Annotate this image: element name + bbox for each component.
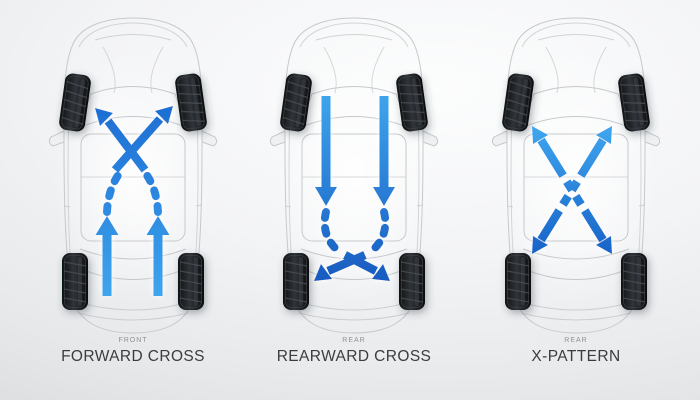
arrow-bottom-left-head-icon [532, 236, 548, 254]
panel-labels: REAR REARWARD CROSS [244, 336, 464, 366]
dashed-curve-right [138, 165, 162, 216]
arrow-front-right-head-icon [155, 106, 173, 124]
x-pattern-arrows [532, 126, 612, 254]
cross-diagonal-to-front-left [104, 118, 149, 173]
arrow-top-right-head-icon [596, 126, 612, 144]
drive-type-label: FRONT [118, 337, 148, 344]
arrow-top-left-head-icon [532, 126, 548, 144]
cross-diagonal-to-rear-left [326, 251, 367, 275]
drive-type-label: REAR [564, 337, 588, 344]
panel-forward-cross: FRONT FORWARD CROSS [23, 0, 243, 400]
pattern-title: REARWARD CROSS [276, 348, 432, 365]
arrow-down-left-head-icon [315, 187, 337, 206]
car-outline [49, 18, 216, 333]
car-top-view-rearward-cross [244, 0, 464, 340]
car-outline [492, 18, 659, 333]
cross-diagonal-to-front-right [111, 116, 164, 173]
panel-labels: REAR X-PATTERN [466, 336, 686, 366]
dashed-curve-left [103, 165, 127, 216]
panel-x-pattern: REAR X-PATTERN [466, 0, 686, 400]
drive-type-label: REAR [342, 337, 366, 344]
dashed-curve-right [365, 208, 390, 257]
arrow-rear-left-head-icon [314, 264, 332, 281]
x-diagonal-tr-bl [537, 137, 607, 243]
arrow-up-left-head-icon [95, 216, 119, 235]
dashed-curve-left [320, 208, 345, 257]
arrow-rear-right-head-icon [372, 264, 390, 281]
forward-cross-arrows [95, 106, 173, 296]
arrow-up-right-head-icon [146, 216, 170, 235]
car-outline [270, 18, 437, 333]
pattern-title: X-PATTERN [531, 348, 621, 365]
arrow-front-left-head-icon [95, 108, 113, 126]
arrow-down-right-head-icon [373, 187, 395, 206]
car-top-view-x-pattern [466, 0, 686, 340]
car-top-view-forward-cross [23, 0, 243, 340]
panel-labels: FRONT FORWARD CROSS [23, 336, 243, 366]
rearward-cross-arrows [314, 96, 395, 281]
arrow-bottom-right-head-icon [596, 236, 612, 254]
pattern-title: FORWARD CROSS [61, 348, 205, 365]
panel-rearward-cross: REAR REARWARD CROSS [244, 0, 464, 400]
